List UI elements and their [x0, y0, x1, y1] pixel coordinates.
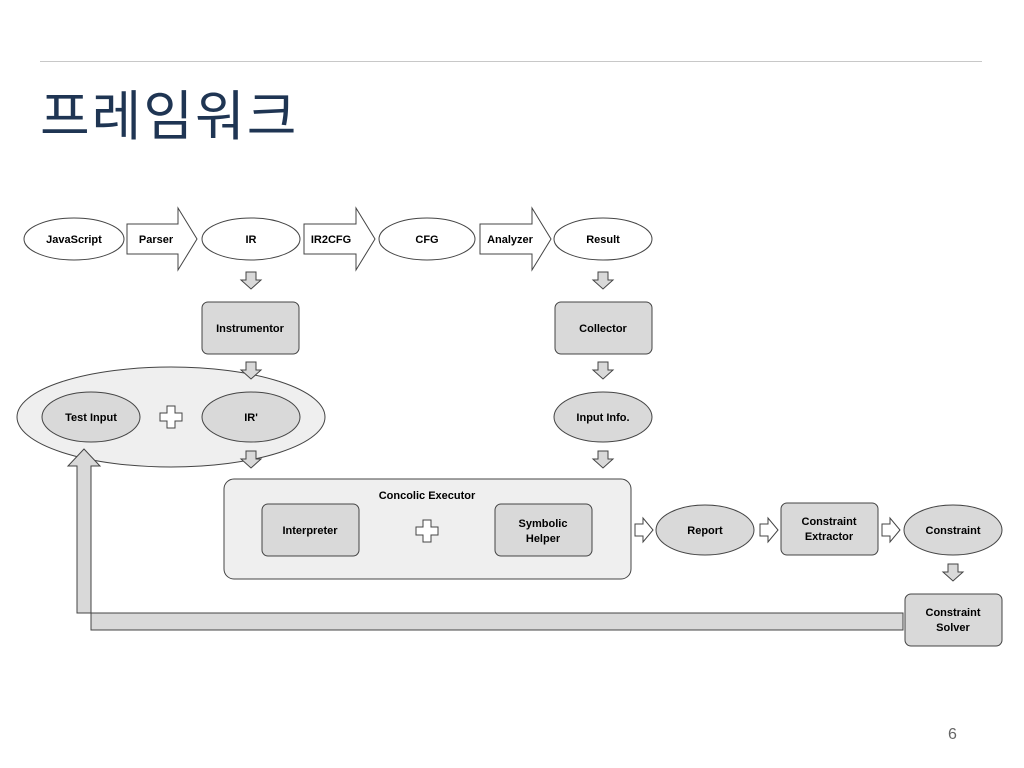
- feedback-arrow-solver-to-test-input: [66, 448, 904, 631]
- label-ir2cfg: IR2CFG: [311, 234, 351, 246]
- node-constraint-extractor: Constraint Extractor: [780, 502, 879, 556]
- arrow-extractor-to-constraint: [881, 516, 901, 544]
- label-cfg: CFG: [415, 234, 438, 246]
- label-symbolic-helper-line2: Helper: [526, 533, 561, 545]
- label-concolic-executor: Concolic Executor: [379, 490, 476, 502]
- label-javascript: JavaScript: [46, 234, 102, 246]
- label-input-info: Input Info.: [576, 412, 629, 424]
- arrow-ir-to-instrumentor: [240, 271, 262, 290]
- arrow-report-to-extractor: [759, 516, 779, 544]
- node-instrumentor: Instrumentor: [201, 301, 300, 355]
- arrow-ir2cfg: IR2CFG: [303, 206, 376, 272]
- node-input-info: Input Info.: [553, 391, 653, 443]
- arrow-parser: Parser: [126, 206, 198, 272]
- node-constraint-solver: Constraint Solver: [904, 593, 1003, 647]
- label-collector: Collector: [579, 323, 627, 335]
- label-constraint: Constraint: [926, 525, 981, 537]
- label-ir-prime: IR': [244, 412, 258, 424]
- node-constraint: Constraint: [903, 504, 1003, 556]
- label-ir: IR: [246, 234, 257, 246]
- label-constraint-extractor-line2: Extractor: [805, 531, 854, 543]
- node-symbolic-helper: Symbolic Helper: [494, 503, 593, 557]
- arrow-result-to-collector: [592, 271, 614, 290]
- node-cfg: CFG: [378, 217, 476, 261]
- arrow-executor-to-report: [634, 516, 654, 544]
- page-number: 6: [948, 726, 957, 743]
- label-symbolic-helper-line1: Symbolic: [519, 518, 568, 530]
- label-instrumentor: Instrumentor: [216, 323, 285, 335]
- node-ir: IR: [201, 217, 301, 261]
- plus-icon: [159, 405, 183, 429]
- label-analyzer: Analyzer: [487, 234, 534, 246]
- label-result: Result: [586, 234, 620, 246]
- label-constraint-extractor-line1: Constraint: [802, 516, 857, 528]
- node-ir-prime: IR': [201, 391, 301, 443]
- arrow-analyzer: Analyzer: [479, 206, 552, 272]
- arrow-inputinfo-to-executor: [592, 450, 614, 469]
- title-divider: [40, 61, 982, 62]
- label-constraint-solver-line1: Constraint: [926, 607, 981, 619]
- node-javascript: JavaScript: [23, 217, 125, 261]
- node-collector: Collector: [554, 301, 653, 355]
- node-report: Report: [655, 504, 755, 556]
- plus-icon: [415, 519, 439, 543]
- label-test-input: Test Input: [65, 412, 117, 424]
- arrow-collector-to-inputinfo: [592, 361, 614, 380]
- label-interpreter: Interpreter: [282, 525, 338, 537]
- node-result: Result: [553, 217, 653, 261]
- label-parser: Parser: [139, 234, 174, 246]
- node-interpreter: Interpreter: [261, 503, 360, 557]
- node-test-input: Test Input: [41, 391, 141, 443]
- slide-title: 프레임워크: [40, 85, 299, 148]
- arrow-constraint-to-solver: [942, 563, 964, 582]
- label-report: Report: [687, 525, 723, 537]
- label-constraint-solver-line2: Solver: [936, 622, 970, 634]
